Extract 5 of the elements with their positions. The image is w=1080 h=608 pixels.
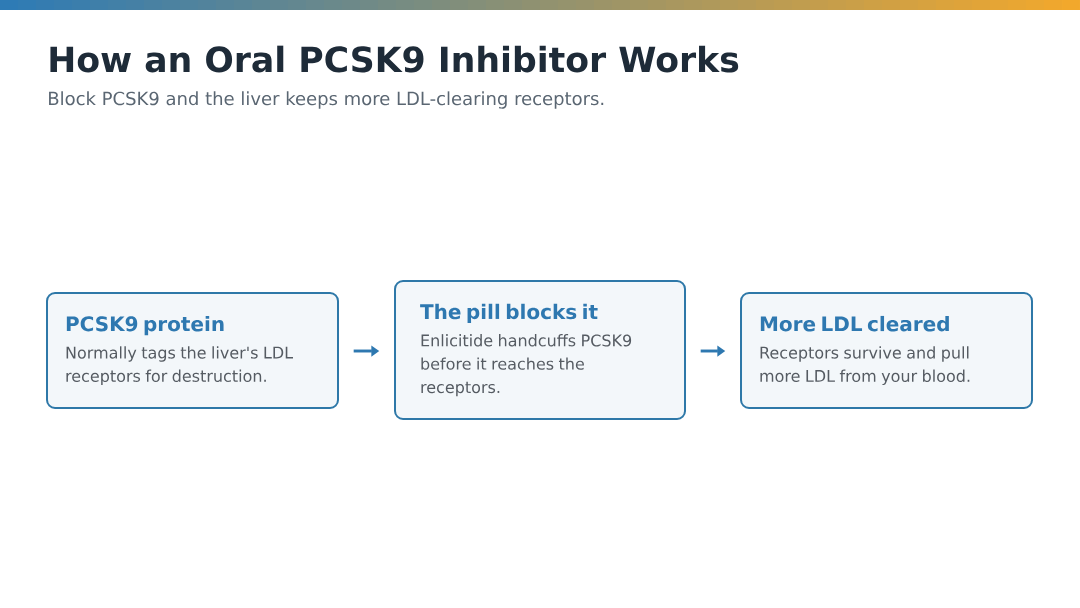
process-box: The pill blocks it Enlicitide handcuffs PCSK9 before it reaches the receptors. [394,280,686,420]
subtitle: Block PCSK9 and the liver keeps more LDL-clearing receptors. [49,91,604,109]
process-box: PCSK9 protein Normally tags the liver's LDL receptors for destruction. [46,292,339,409]
process-box: More LDL cleared Receptors survive and pull more LDL from your blood. [740,292,1033,409]
title: How an Oral PCSK9 Inhibitor Works [50,45,739,73]
